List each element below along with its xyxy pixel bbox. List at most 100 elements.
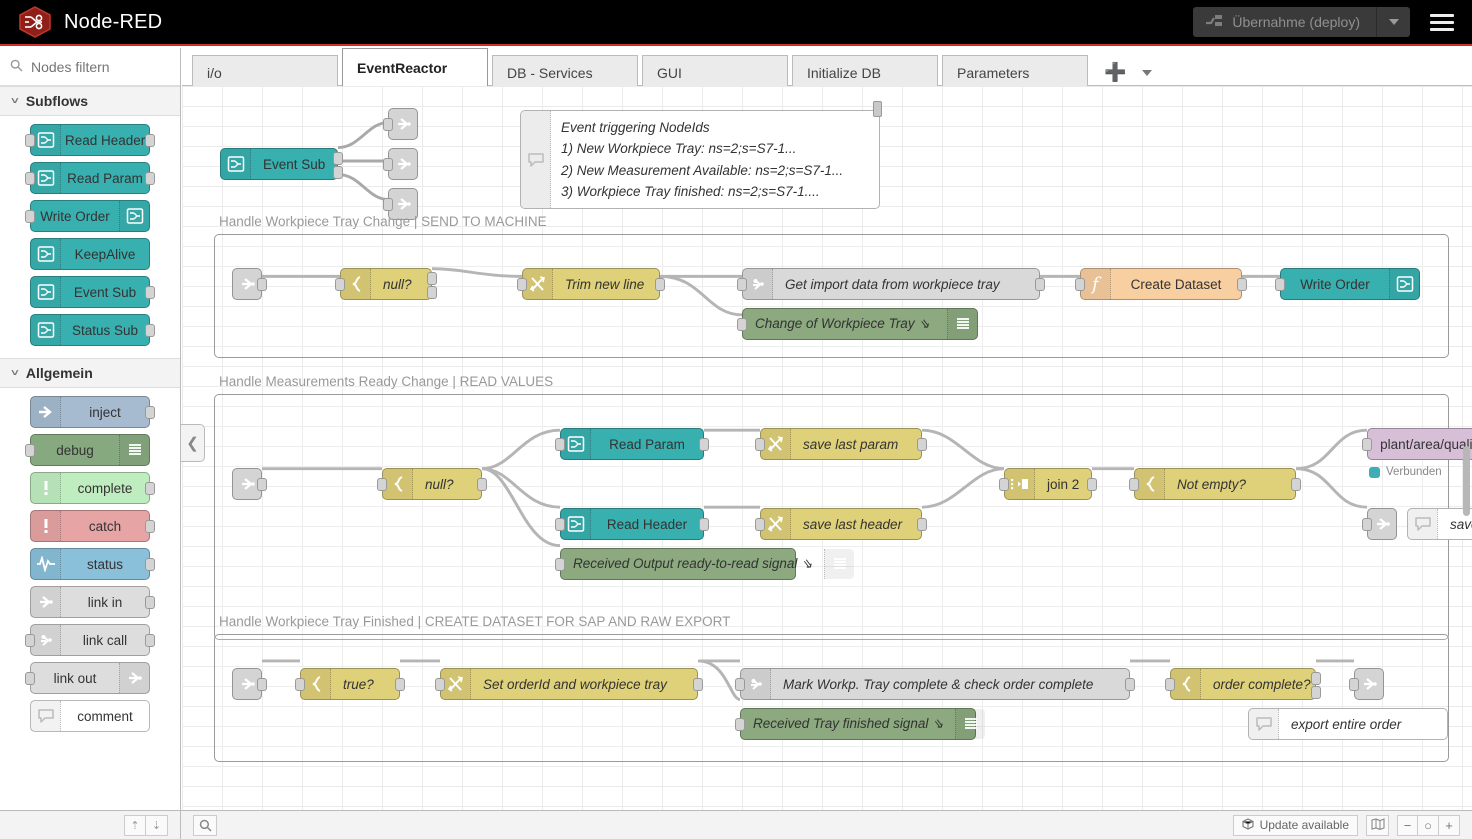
- tab-parameters[interactable]: Parameters: [942, 55, 1088, 89]
- input-port[interactable]: [1275, 278, 1285, 291]
- output-port[interactable]: [1291, 478, 1301, 491]
- output-port[interactable]: [145, 172, 155, 185]
- palette-node-status[interactable]: status: [30, 548, 150, 580]
- input-port[interactable]: [555, 438, 565, 451]
- node-g1-7[interactable]: Change of Workpiece Tray ⇘: [742, 308, 978, 340]
- output-port[interactable]: [145, 324, 155, 337]
- input-port[interactable]: [1362, 518, 1372, 531]
- input-port[interactable]: [25, 210, 35, 223]
- input-port[interactable]: [735, 678, 745, 691]
- input-port[interactable]: [25, 444, 35, 457]
- output-port[interactable]: [477, 478, 487, 491]
- node-g3-6[interactable]: [1354, 668, 1384, 700]
- output-port[interactable]: [1311, 672, 1321, 685]
- deploy-button[interactable]: Übernahme (deploy): [1193, 7, 1376, 37]
- palette-node-link-call[interactable]: link call: [30, 624, 150, 656]
- output-port[interactable]: [699, 518, 709, 531]
- input-port[interactable]: [1349, 678, 1359, 691]
- input-port[interactable]: [1075, 278, 1085, 291]
- output-port[interactable]: [917, 438, 927, 451]
- palette-search[interactable]: [0, 48, 180, 86]
- hamburger-menu-icon[interactable]: [1426, 10, 1458, 35]
- node-g3-2[interactable]: true?: [300, 668, 400, 700]
- node-g2-1[interactable]: [232, 468, 262, 500]
- output-port[interactable]: [145, 596, 155, 609]
- palette-category-subflows[interactable]: ˅Subflows: [0, 86, 180, 116]
- input-port[interactable]: [737, 278, 747, 291]
- node-g2-10[interactable]: Received Output ready-to-read signal ⇘: [560, 548, 796, 580]
- output-port[interactable]: [145, 286, 155, 299]
- output-port[interactable]: [427, 272, 437, 285]
- output-port[interactable]: [1237, 278, 1247, 291]
- tab-i-o[interactable]: i/o: [192, 55, 338, 89]
- output-port-2[interactable]: [427, 286, 437, 299]
- palette-category-allgemein[interactable]: ˅Allgemein: [0, 358, 180, 388]
- tab-db-services[interactable]: DB - Services: [492, 55, 638, 89]
- input-port[interactable]: [517, 278, 527, 291]
- flow-list-button[interactable]: [1142, 70, 1152, 76]
- node-g2-6[interactable]: save last header: [760, 508, 922, 540]
- node-g2-2[interactable]: null?: [382, 468, 482, 500]
- flow-canvas-wrapper[interactable]: Event Sub Event triggering NodeIds1) New…: [182, 86, 1472, 810]
- input-port[interactable]: [555, 558, 565, 571]
- input-port[interactable]: [737, 318, 747, 331]
- palette-node-read-param[interactable]: Read Param: [30, 162, 150, 194]
- palette-search-input[interactable]: [31, 59, 166, 75]
- collapse-all-button[interactable]: ⇡: [124, 815, 146, 836]
- zoom-out-button[interactable]: −: [1397, 815, 1418, 836]
- palette-node-link-in[interactable]: link in: [30, 586, 150, 618]
- input-port[interactable]: [999, 478, 1009, 491]
- output-port[interactable]: [145, 134, 155, 147]
- node-g1-3[interactable]: Trim new line: [522, 268, 660, 300]
- canvas-vertical-scrollbar[interactable]: [1463, 446, 1470, 516]
- node-g2-3[interactable]: Read Param: [560, 428, 704, 460]
- output-port[interactable]: [145, 520, 155, 533]
- zoom-reset-button[interactable]: ○: [1418, 815, 1439, 836]
- output-port[interactable]: [257, 278, 267, 291]
- flow-canvas[interactable]: Event Sub Event triggering NodeIds1) New…: [182, 86, 1472, 810]
- node-g2-9[interactable]: plant/area/quality/1411005/raw: [1367, 428, 1472, 460]
- input-port[interactable]: [755, 438, 765, 451]
- palette-node-catch[interactable]: catch: [30, 510, 150, 542]
- zoom-in-button[interactable]: +: [1439, 815, 1460, 836]
- input-port[interactable]: [25, 134, 35, 147]
- node-g2-8[interactable]: Not empty?: [1134, 468, 1296, 500]
- output-port[interactable]: [145, 558, 155, 571]
- palette-node-debug[interactable]: debug: [30, 434, 150, 466]
- output-port[interactable]: [257, 478, 267, 491]
- output-port[interactable]: [145, 634, 155, 647]
- input-port[interactable]: [295, 678, 305, 691]
- deploy-options-button[interactable]: [1376, 7, 1410, 37]
- palette-node-status-sub[interactable]: Status Sub: [30, 314, 150, 346]
- output-port[interactable]: [693, 678, 703, 691]
- canvas-search-button[interactable]: [193, 815, 217, 836]
- output-port[interactable]: [145, 406, 155, 419]
- input-port[interactable]: [755, 518, 765, 531]
- add-flow-button[interactable]: ➕: [1104, 62, 1126, 83]
- node-g1-2[interactable]: null?: [340, 268, 432, 300]
- node-g3-comment[interactable]: export entire order: [1248, 708, 1448, 740]
- tab-initialize-db[interactable]: Initialize DB: [792, 55, 938, 89]
- node-g2-4[interactable]: Read Header: [560, 508, 704, 540]
- expand-all-button[interactable]: ⇣: [146, 815, 168, 836]
- palette-collapse-button[interactable]: ❮: [181, 424, 205, 462]
- palette-node-keepalive[interactable]: KeepAlive: [30, 238, 150, 270]
- palette-node-comment[interactable]: comment: [30, 700, 150, 732]
- output-port[interactable]: [257, 678, 267, 691]
- output-port-2[interactable]: [1311, 686, 1321, 699]
- input-port[interactable]: [735, 718, 745, 731]
- input-port[interactable]: [1362, 438, 1372, 451]
- input-port[interactable]: [377, 478, 387, 491]
- palette-node-complete[interactable]: complete: [30, 472, 150, 504]
- palette-node-read-header[interactable]: Read Header: [30, 124, 150, 156]
- update-available-button[interactable]: Update available: [1233, 815, 1358, 836]
- output-port[interactable]: [1087, 478, 1097, 491]
- input-port[interactable]: [25, 634, 35, 647]
- deploy-group[interactable]: Übernahme (deploy): [1193, 7, 1410, 37]
- input-port[interactable]: [435, 678, 445, 691]
- palette-node-link-out[interactable]: link out: [30, 662, 150, 694]
- output-port[interactable]: [145, 482, 155, 495]
- output-port[interactable]: [1125, 678, 1135, 691]
- input-port[interactable]: [25, 672, 35, 685]
- node-g2-7[interactable]: join 2: [1004, 468, 1092, 500]
